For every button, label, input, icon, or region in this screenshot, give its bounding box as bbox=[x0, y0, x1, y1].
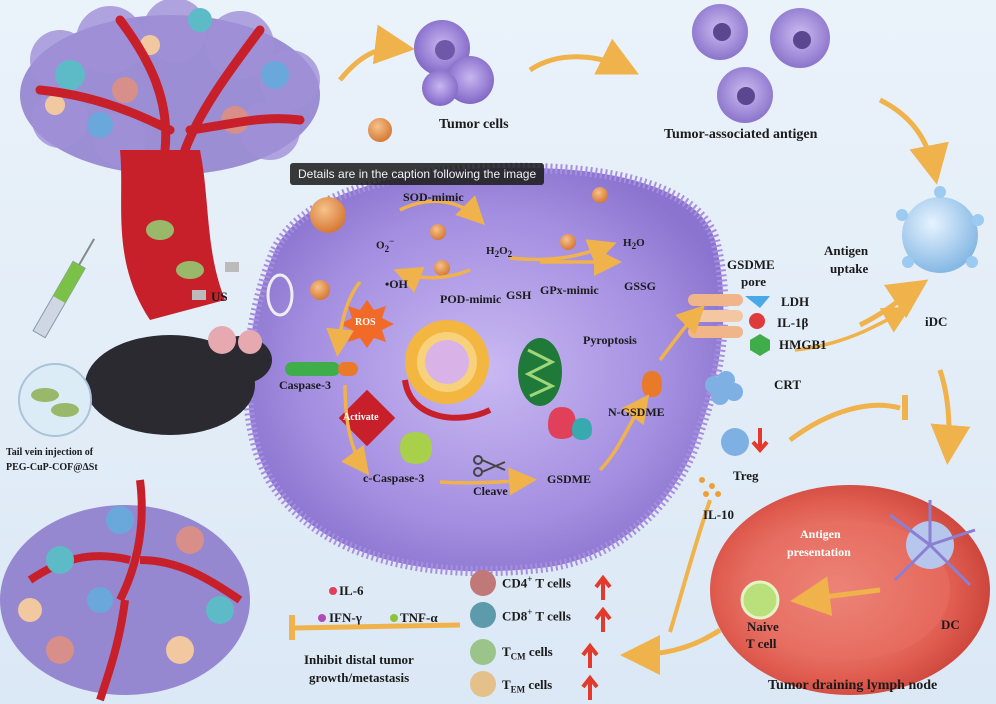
label-caspase3: Caspase-3 bbox=[279, 378, 332, 392]
label-gsdme-pore-2: pore bbox=[741, 274, 767, 289]
inhibit-line-treg bbox=[788, 402, 901, 443]
label-h2o: H2O bbox=[623, 237, 645, 252]
ldh-icon bbox=[745, 296, 770, 308]
tumor-cells-top bbox=[414, 20, 494, 106]
label-antigen-uptake-1: Antigen bbox=[824, 243, 869, 258]
tumor-antigen-cells bbox=[692, 4, 830, 123]
label-us: US bbox=[211, 289, 228, 304]
label-antigen-uptake-2: uptake bbox=[830, 261, 869, 276]
il10-dots bbox=[699, 477, 721, 497]
label-naive-2: T cell bbox=[746, 636, 777, 651]
label-injection-1: Tail vein injection of bbox=[6, 447, 94, 458]
crt-icon bbox=[705, 371, 743, 405]
idc-cell bbox=[896, 186, 984, 273]
nanoparticles bbox=[310, 118, 608, 300]
treg-down-arrow bbox=[751, 428, 769, 454]
nucleus bbox=[402, 320, 492, 421]
label-gsdme: GSDME bbox=[547, 472, 592, 486]
primary-tumor bbox=[20, 0, 320, 175]
label-il1b: IL-1β bbox=[777, 315, 809, 330]
label-tnf: TNF-α bbox=[400, 610, 438, 625]
bacteria-icon bbox=[51, 403, 79, 417]
label-il10: IL-10 bbox=[703, 507, 735, 522]
gsdme-shape bbox=[548, 407, 592, 440]
il6-dot bbox=[329, 587, 337, 595]
c-caspase3-shape bbox=[400, 432, 432, 464]
label-sod-mimic: SOD-mimic bbox=[403, 190, 464, 204]
naive-t-cell bbox=[740, 580, 780, 620]
label-ldh: LDH bbox=[781, 294, 810, 309]
label-gsdme-pore-1: GSDME bbox=[727, 257, 775, 272]
label-cd4: CD4+ T cells bbox=[502, 574, 571, 591]
mouse bbox=[19, 326, 272, 435]
label-il6: IL-6 bbox=[339, 583, 364, 598]
caption-tooltip: Details are in the caption following the… bbox=[290, 163, 545, 185]
label-tem: TEM cells bbox=[502, 677, 553, 695]
label-o2: O2− bbox=[376, 236, 395, 254]
label-gssg: GSSG bbox=[624, 279, 657, 293]
label-n-gsdme: N-GSDME bbox=[608, 405, 665, 419]
label-cd8: CD8+ T cells bbox=[502, 607, 571, 624]
label-dc: DC bbox=[941, 617, 960, 632]
caspase3-shape bbox=[285, 362, 340, 376]
label-ros: ROS bbox=[355, 317, 376, 328]
label-idc: iDC bbox=[925, 314, 948, 329]
distal-tumor bbox=[0, 479, 250, 702]
t-cell-icons bbox=[470, 570, 496, 697]
dc-cell bbox=[889, 500, 976, 587]
label-c-caspase3: c-Caspase-3 bbox=[363, 471, 425, 485]
label-antigen-presentation-1: Antigen bbox=[800, 527, 841, 541]
syringe bbox=[32, 238, 95, 339]
label-pod-mimic: POD-mimic bbox=[440, 292, 502, 306]
label-inhibit-1: Inhibit distal tumor bbox=[304, 652, 414, 667]
il1b-icon bbox=[749, 313, 765, 329]
hmgb1-icon bbox=[750, 334, 770, 356]
injection-inset bbox=[18, 363, 92, 437]
label-cleave: Cleave bbox=[473, 484, 508, 498]
label-h2o2: H2O2 bbox=[486, 245, 513, 260]
tnf-dot bbox=[390, 614, 398, 622]
label-tumor-associated-antigen: Tumor-associated antigen bbox=[664, 127, 818, 142]
caspase3-tail bbox=[338, 362, 358, 376]
label-naive-1: Naive bbox=[747, 619, 779, 634]
label-ifn: IFN-γ bbox=[329, 610, 362, 625]
blood-vessel bbox=[35, 15, 305, 320]
flow-arrows bbox=[338, 24, 971, 465]
pathway-arrows bbox=[326, 195, 912, 496]
ultrasound-icon bbox=[192, 262, 294, 317]
presentation-arrow bbox=[790, 576, 881, 617]
label-crt: CRT bbox=[774, 377, 801, 392]
inhibit-arrow-bottom bbox=[294, 622, 461, 631]
label-oh: •OH bbox=[385, 277, 408, 291]
n-gsdme-shape bbox=[642, 371, 662, 397]
label-injection-2: PEG-CuP-COF@ΔSt bbox=[6, 462, 98, 473]
ifn-dot bbox=[318, 614, 326, 622]
label-gsh: GSH bbox=[506, 288, 532, 302]
label-antigen-presentation-2: presentation bbox=[787, 545, 851, 559]
label-activate: Activate bbox=[343, 412, 379, 423]
il10-inhibit-line bbox=[668, 499, 712, 633]
treg-cell bbox=[721, 428, 749, 456]
label-inhibit-2: growth/metastasis bbox=[309, 670, 410, 685]
label-treg: Treg bbox=[733, 468, 759, 483]
label-gpx-mimic: GPx-mimic bbox=[540, 283, 599, 297]
label-tcm: TCM cells bbox=[502, 644, 553, 662]
label-pyroptosis: Pyroptosis bbox=[583, 333, 637, 347]
up-arrows bbox=[581, 574, 612, 700]
scissors-icon bbox=[473, 455, 506, 477]
label-lymph-node: Tumor draining lymph node bbox=[768, 678, 938, 693]
return-arrow bbox=[620, 627, 722, 675]
bacteria-icon bbox=[31, 388, 59, 402]
label-tumor-cells: Tumor cells bbox=[439, 117, 509, 132]
mitochondrion bbox=[518, 338, 562, 406]
label-hmgb1: HMGB1 bbox=[779, 337, 827, 352]
